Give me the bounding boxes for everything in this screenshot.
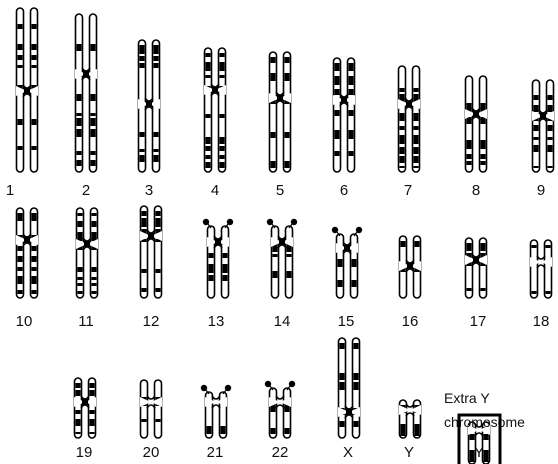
chromosome-label-y2: Y — [474, 444, 484, 461]
chromosome-label-4: 4 — [211, 182, 219, 199]
chromosome-8 — [465, 76, 487, 172]
chromosome-14 — [267, 219, 297, 298]
chromosome-label-11: 11 — [78, 313, 94, 330]
chromosome-label-1: 1 — [6, 182, 14, 199]
chromosome-y — [399, 400, 421, 438]
chromosome-label-5: 5 — [276, 182, 284, 199]
chromosome-15 — [332, 227, 362, 298]
chromosome-label-18: 18 — [533, 313, 550, 330]
chromosome-20 — [140, 380, 162, 438]
chromosome-label-20: 20 — [143, 444, 160, 461]
chromosome-21 — [201, 385, 231, 438]
chromosome-11 — [76, 208, 98, 298]
chromosome-6 — [333, 58, 355, 172]
chromosome-10 — [16, 208, 38, 298]
chromosome-label-2: 2 — [82, 182, 90, 199]
chromosome-18 — [530, 240, 552, 298]
chromosome-13 — [203, 219, 233, 298]
chromosome-22 — [265, 381, 295, 438]
chromosome-19 — [74, 378, 96, 438]
chromosome-label-9: 9 — [537, 182, 545, 199]
chromosome-7 — [398, 66, 420, 172]
chromosome-label-y: Y — [404, 444, 414, 461]
chromosome-label-19: 19 — [76, 444, 93, 461]
chromosome-label-15: 15 — [338, 313, 355, 330]
chromosome-label-22: 22 — [272, 444, 289, 461]
chromosome-16 — [399, 236, 421, 298]
chromosome-12 — [140, 206, 162, 298]
chromosome-label-x: X — [343, 444, 353, 461]
chromosome-9 — [532, 80, 554, 172]
chromosome-label-3: 3 — [145, 182, 153, 199]
chromosome-1 — [16, 8, 38, 172]
chromosome-label-17: 17 — [470, 313, 487, 330]
chromosome-label-7: 7 — [404, 182, 412, 199]
extra-y-note-line1: Extra Y — [444, 390, 490, 406]
chromosome-3 — [138, 40, 160, 172]
chromosome-label-16: 16 — [402, 313, 419, 330]
chromosome-x — [338, 338, 360, 438]
chromosome-label-6: 6 — [340, 182, 348, 199]
chromosome-label-13: 13 — [208, 313, 225, 330]
chromosome-label-8: 8 — [472, 182, 480, 199]
chromosome-5 — [269, 52, 291, 172]
chromosome-17 — [465, 238, 487, 298]
chromosome-label-10: 10 — [16, 313, 33, 330]
chromosome-4 — [204, 48, 226, 172]
chromosome-label-14: 14 — [274, 313, 291, 330]
chromosome-label-21: 21 — [207, 444, 224, 461]
chromosome-2 — [75, 14, 97, 172]
chromosome-label-12: 12 — [143, 313, 160, 330]
